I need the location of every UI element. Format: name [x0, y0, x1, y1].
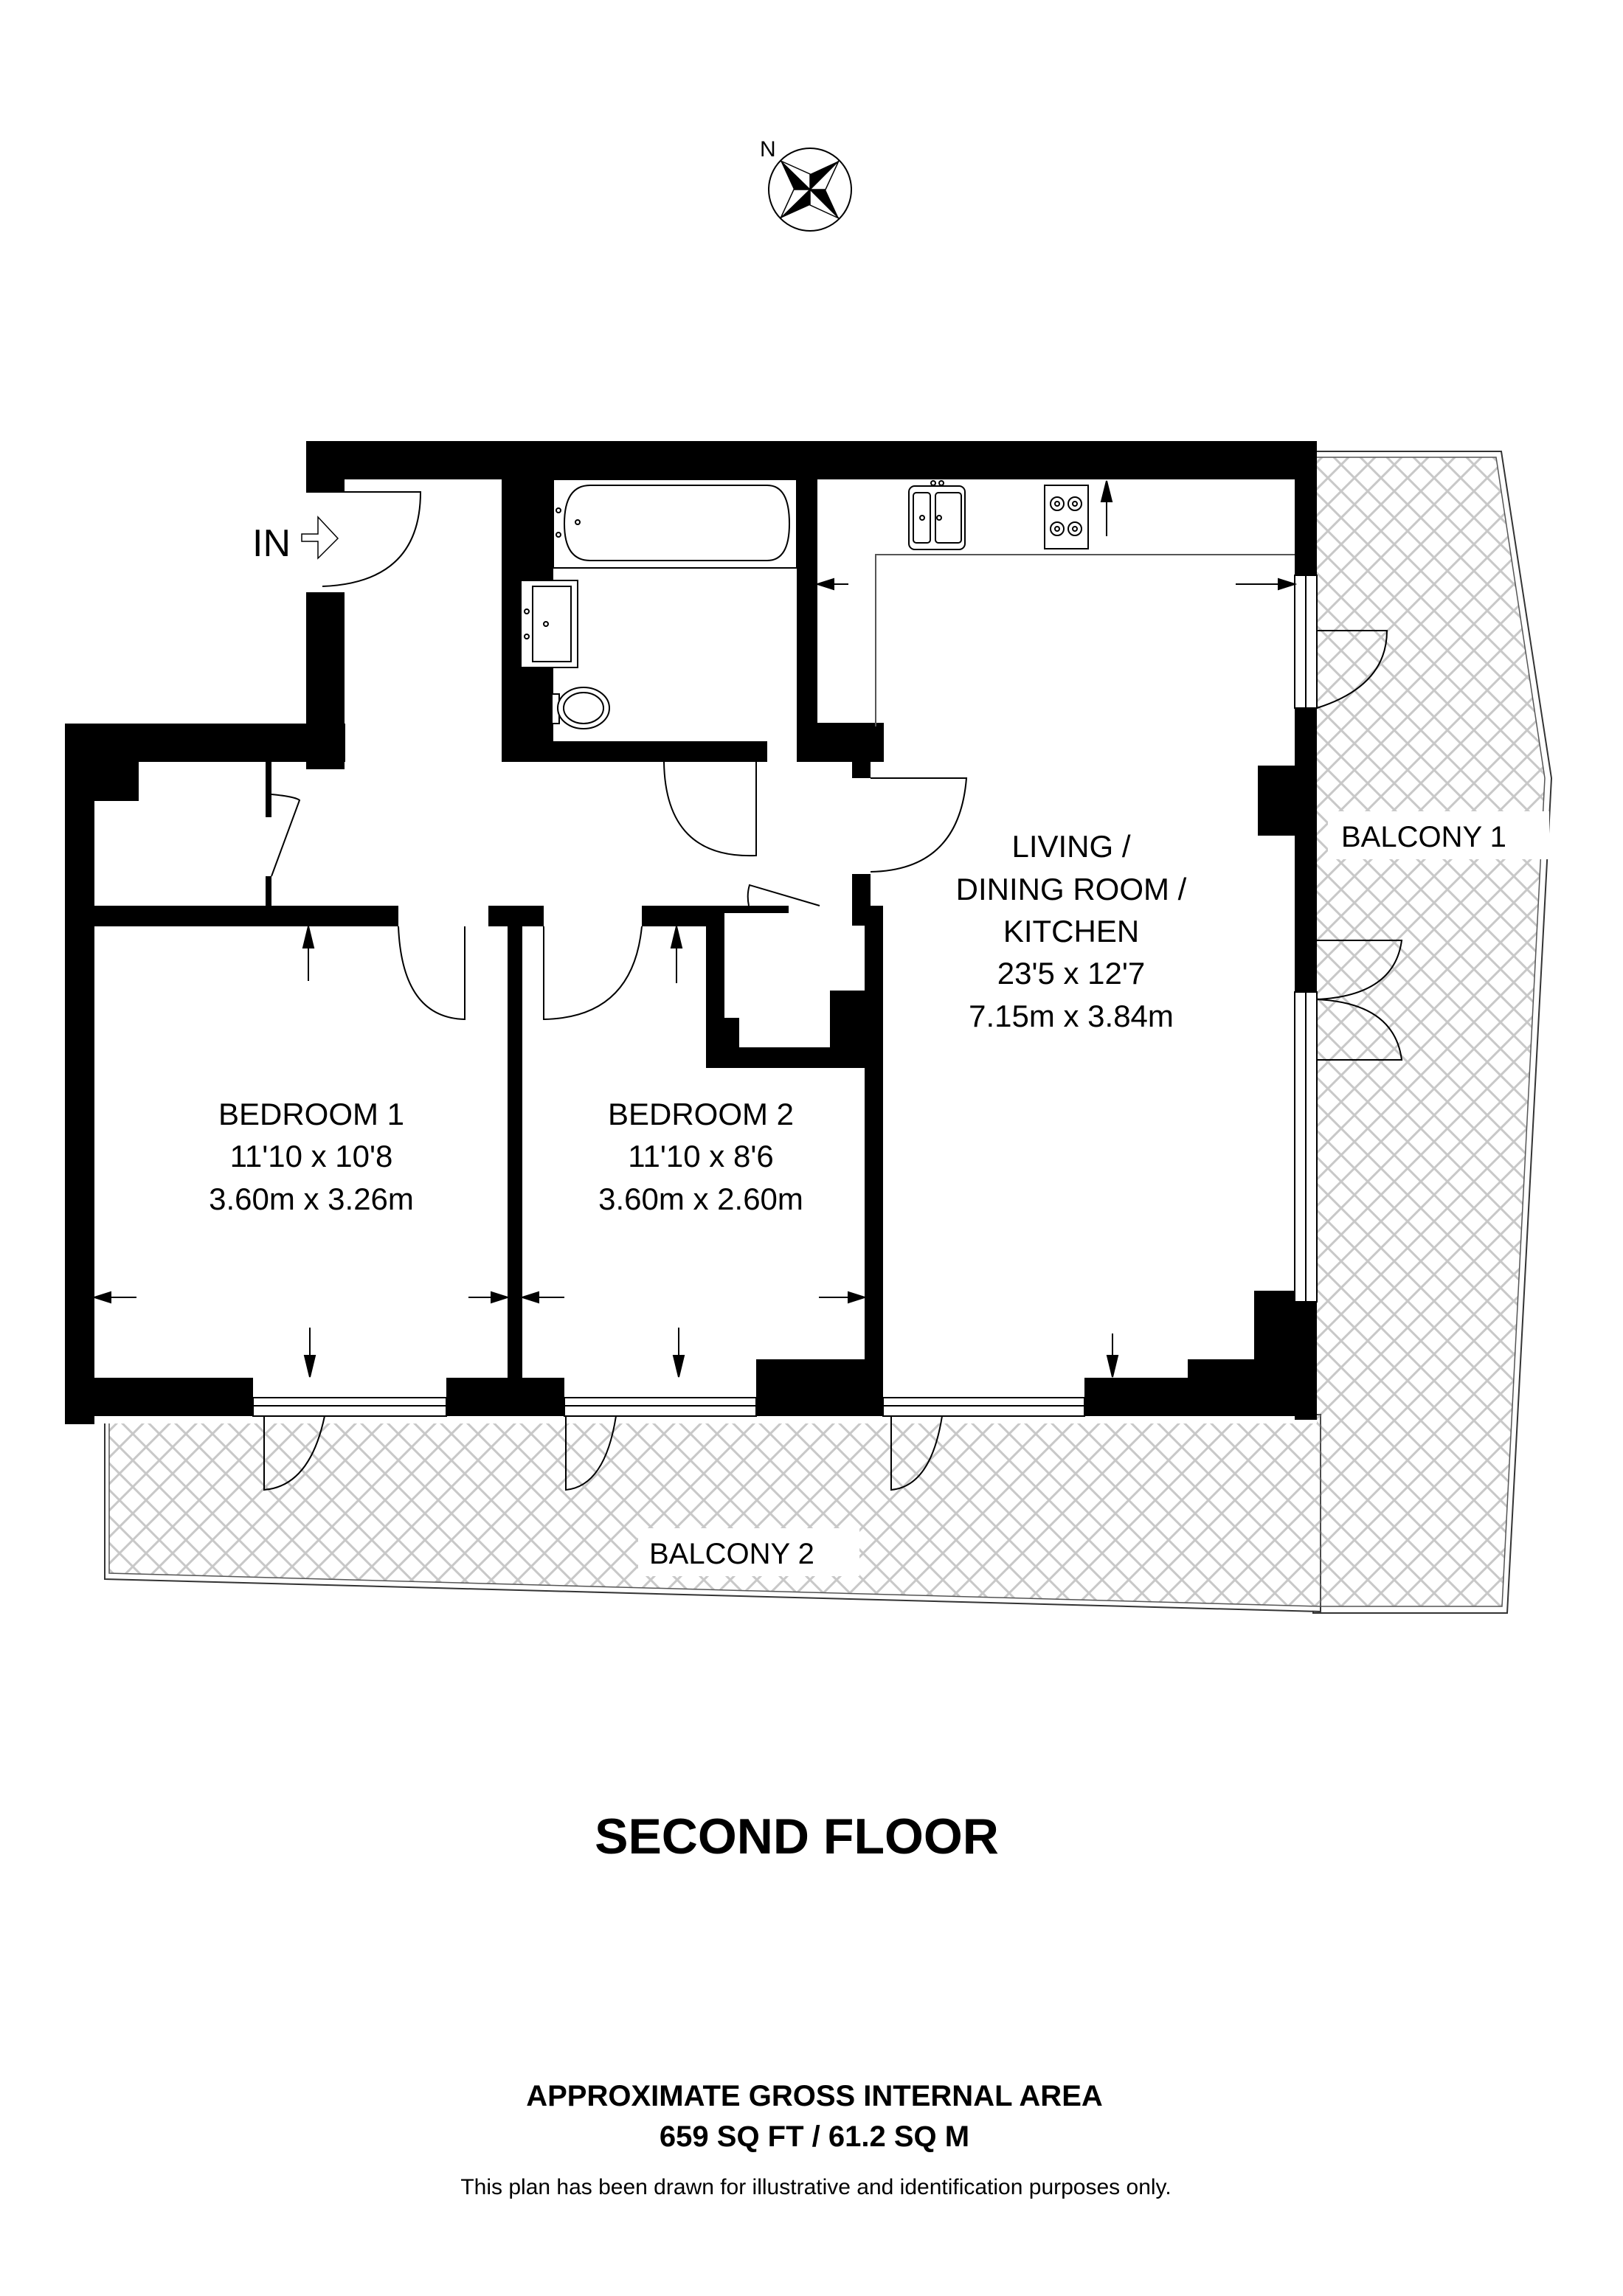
living-room-name-line2: DINING ROOM / [956, 872, 1187, 906]
bedroom-2-metric: 3.60m x 2.60m [598, 1182, 803, 1216]
balcony-1-label-bg [1328, 811, 1549, 859]
windows [252, 575, 1318, 1417]
disclaimer: This plan has been drawn for illustrativ… [460, 2175, 1171, 2199]
balcony-2-label-bg [638, 1528, 859, 1576]
living-room-name-line3: KITCHEN [1003, 914, 1139, 948]
balcony-1-label: BALCONY 1 [1341, 821, 1506, 853]
bedroom-2-label: BEDROOM 2 11'10 x 8'6 3.60m x 2.60m [598, 1097, 803, 1216]
bedroom-1-metric: 3.60m x 3.26m [209, 1182, 414, 1216]
area-value: 659 SQ FT / 61.2 SQ M [660, 2120, 969, 2153]
balcony-2-label: BALCONY 2 [649, 1538, 814, 1570]
walls [65, 441, 1317, 1424]
bedroom-2-name: BEDROOM 2 [608, 1097, 794, 1131]
interior-floor [66, 443, 1317, 1423]
north-compass-icon [768, 148, 852, 232]
bedroom-1-name: BEDROOM 1 [218, 1097, 404, 1131]
bedroom-1-imperial: 11'10 x 10'8 [230, 1139, 393, 1173]
balcony-1-area [1312, 451, 1553, 1614]
balcony-2-area [104, 1414, 1321, 1613]
kitchen-counter [875, 480, 1295, 726]
floor-title: SECOND FLOOR [595, 1808, 999, 1865]
living-room-label: LIVING / DINING ROOM / KITCHEN 23'5 x 12… [956, 829, 1187, 1033]
entrance-label: IN [252, 522, 291, 565]
entrance-arrow-icon [301, 516, 339, 560]
north-label: N [760, 137, 776, 162]
living-room-name-line1: LIVING / [1011, 829, 1130, 864]
door-swings [263, 491, 1403, 1491]
bathroom-fixtures [520, 479, 797, 729]
bedroom-2-imperial: 11'10 x 8'6 [628, 1139, 773, 1173]
bedroom-1-label: BEDROOM 1 11'10 x 10'8 3.60m x 3.26m [209, 1097, 414, 1216]
living-room-metric: 7.15m x 3.84m [969, 999, 1174, 1033]
dimension-arrows [91, 480, 1298, 1378]
area-heading: APPROXIMATE GROSS INTERNAL AREA [526, 2080, 1103, 2112]
living-room-imperial: 23'5 x 12'7 [997, 956, 1146, 991]
